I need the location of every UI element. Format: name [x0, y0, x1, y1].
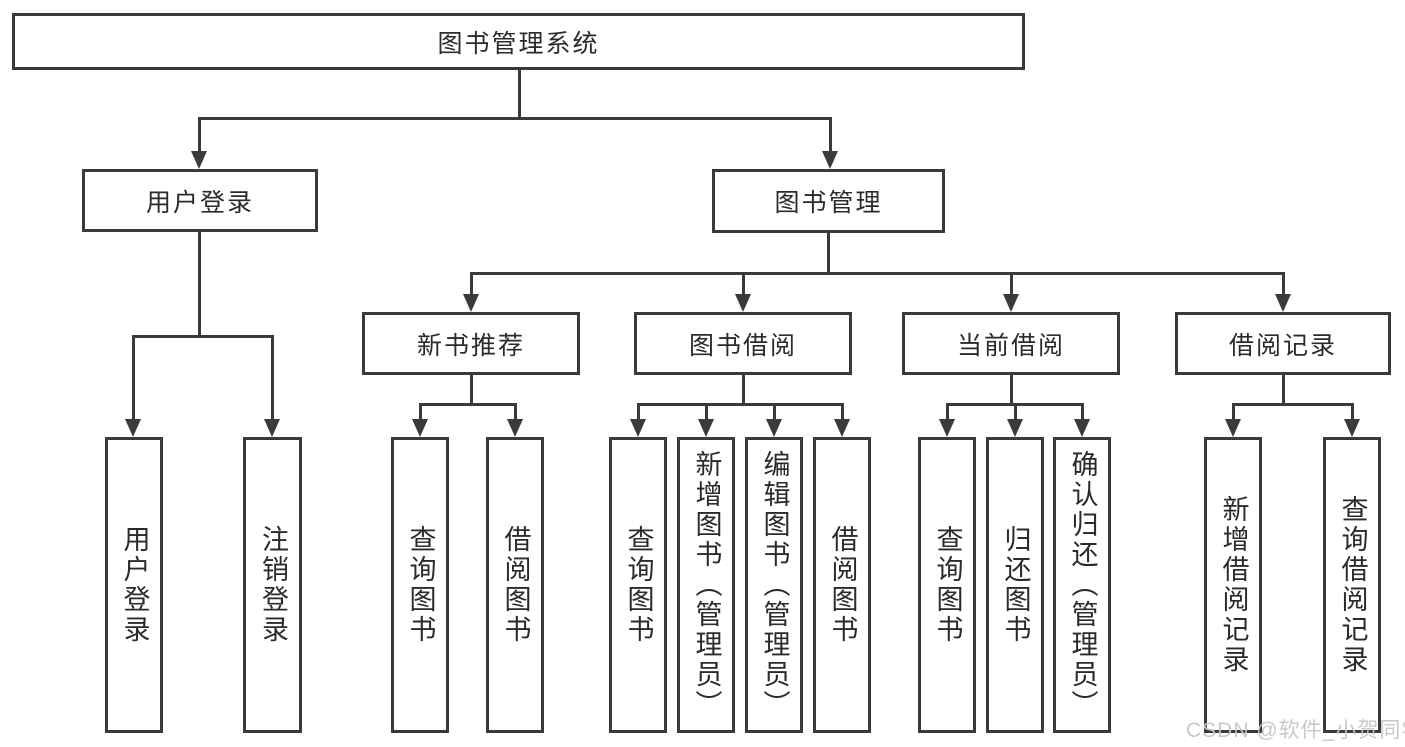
connector-level2-branch — [470, 272, 1285, 275]
connector-book-borrowing-branch — [637, 403, 844, 406]
node-label: 新书推荐 — [416, 331, 525, 360]
node-label: 查询图书 — [405, 525, 436, 645]
node-confirm-return-admin: 确认归还（管理员） — [1053, 437, 1111, 733]
connector-current-borrowing-stem — [1010, 375, 1013, 406]
connector-leg — [1282, 272, 1285, 296]
node-label: 借阅图书 — [827, 525, 858, 645]
arrow-down-icon — [1275, 294, 1291, 312]
node-user-login-leaf: 用户登录 — [105, 437, 163, 733]
node-borrowing-records: 借阅记录 — [1175, 312, 1391, 375]
connector-leg — [1232, 403, 1235, 421]
connector-book-borrowing-stem — [742, 375, 745, 406]
node-query-books-current: 查询图书 — [918, 437, 976, 733]
connector-leg — [946, 403, 949, 421]
arrow-down-icon — [1225, 419, 1241, 437]
node-book-management: 图书管理 — [712, 169, 945, 233]
node-edit-books-admin: 编辑图书（管理员） — [745, 437, 803, 733]
node-borrow-books-borrowing: 借阅图书 — [813, 437, 871, 733]
connector-leg — [470, 272, 473, 296]
arrow-down-icon — [822, 151, 838, 169]
arrow-down-icon — [630, 419, 646, 437]
arrow-down-icon — [507, 419, 523, 437]
node-library-management-system: 图书管理系统 — [12, 13, 1025, 70]
node-label: 查询图书 — [932, 525, 963, 645]
connector-borrowing-records-stem — [1282, 375, 1285, 406]
node-user-login: 用户登录 — [82, 169, 318, 232]
arrow-down-icon — [1007, 419, 1023, 437]
node-label: 当前借阅 — [956, 331, 1065, 360]
node-label: 归还图书 — [1000, 525, 1031, 645]
connector-book-management-stem — [827, 233, 830, 275]
connector-level1-branch — [198, 117, 832, 120]
node-add-books-admin: 新增图书（管理员） — [677, 437, 735, 733]
arrow-down-icon — [125, 419, 141, 437]
connector-leg — [1351, 403, 1354, 421]
node-return-books: 归还图书 — [986, 437, 1044, 733]
node-label: 查询借阅记录 — [1337, 495, 1368, 675]
node-label: 查询图书 — [623, 525, 654, 645]
node-label: 借阅图书 — [500, 525, 531, 645]
connector-leg — [1010, 272, 1013, 296]
connector-leg-user-login — [198, 117, 201, 153]
node-label: 确认归还（管理员） — [1067, 450, 1098, 720]
connector-root-stem — [518, 70, 521, 119]
arrow-down-icon — [766, 419, 782, 437]
node-borrow-books-recommend: 借阅图书 — [486, 437, 544, 733]
arrow-down-icon — [1074, 419, 1090, 437]
connector-user-login-stem — [198, 232, 201, 338]
arrow-down-icon — [264, 419, 280, 437]
node-label: 图书借阅 — [688, 331, 797, 360]
node-new-book-recommendation: 新书推荐 — [362, 312, 580, 375]
connector-leg — [419, 403, 422, 421]
connector-leg — [271, 335, 274, 421]
arrow-down-icon — [412, 419, 428, 437]
node-label: 编辑图书（管理员） — [759, 450, 790, 720]
node-label: 用户登录 — [145, 188, 254, 217]
arrow-down-icon — [834, 419, 850, 437]
connector-user-login-branch — [133, 335, 274, 338]
node-add-borrow-record: 新增借阅记录 — [1204, 437, 1262, 733]
node-label: 借阅记录 — [1228, 331, 1337, 360]
csdn-watermark: CSDN @软件_小贺同学 — [1186, 719, 1405, 742]
node-query-books-recommend: 查询图书 — [391, 437, 449, 733]
node-label: 图书管理 — [774, 189, 883, 217]
connector-leg — [637, 403, 640, 421]
arrow-down-icon — [1344, 419, 1360, 437]
connector-leg — [773, 403, 776, 421]
connector-leg — [705, 403, 708, 421]
node-query-books-borrowing: 查询图书 — [609, 437, 667, 733]
arrow-down-icon — [1003, 294, 1019, 312]
node-label: 注销登录 — [258, 525, 288, 645]
connector-leg — [514, 403, 517, 421]
arrow-down-icon — [939, 419, 955, 437]
connector-leg — [1014, 403, 1017, 421]
node-current-borrowing: 当前借阅 — [902, 312, 1120, 375]
node-label: 图书管理系统 — [437, 29, 600, 58]
connector-new-book-stem — [470, 375, 473, 406]
node-label: 新增借阅记录 — [1218, 495, 1249, 675]
node-query-borrow-record: 查询借阅记录 — [1323, 437, 1381, 733]
connector-leg — [841, 403, 844, 421]
node-book-borrowing: 图书借阅 — [634, 312, 852, 375]
node-label: 新增图书（管理员） — [691, 450, 722, 720]
arrow-down-icon — [698, 419, 714, 437]
node-label: 用户登录 — [119, 525, 150, 645]
connector-leg — [742, 272, 745, 296]
connector-new-book-branch — [419, 403, 517, 406]
connector-leg-book-management — [829, 117, 832, 153]
connector-leg — [1081, 403, 1084, 421]
node-logout-leaf: 注销登录 — [243, 437, 302, 733]
connector-leg — [132, 335, 135, 421]
arrow-down-icon — [463, 294, 479, 312]
arrow-down-icon — [735, 294, 751, 312]
connector-borrowing-records-branch — [1232, 403, 1354, 406]
arrow-down-icon — [191, 151, 207, 169]
